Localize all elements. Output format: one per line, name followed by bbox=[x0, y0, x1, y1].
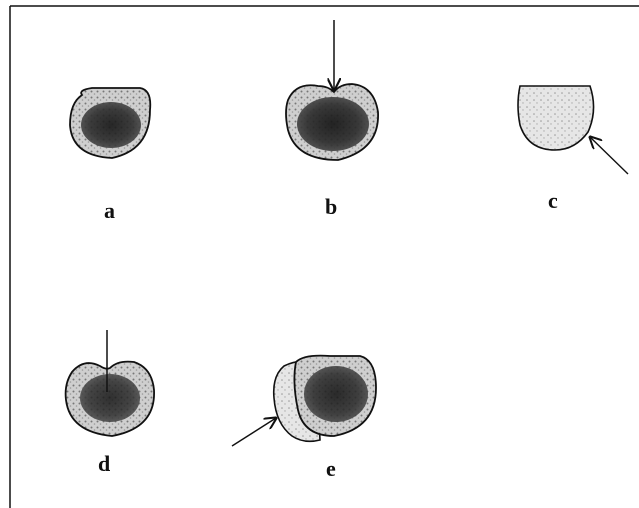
specimen-b bbox=[285, 83, 379, 161]
label-c: c bbox=[548, 188, 558, 213]
label-e: e bbox=[326, 456, 336, 481]
specimen-d bbox=[64, 360, 155, 437]
specimen-e bbox=[272, 354, 377, 443]
label-d: d bbox=[98, 451, 110, 476]
label-a: a bbox=[104, 198, 115, 223]
arrow-c bbox=[590, 137, 629, 175]
arrow-e bbox=[231, 418, 276, 447]
label-b: b bbox=[325, 194, 337, 219]
specimen-a bbox=[69, 87, 152, 159]
specimen-c bbox=[517, 85, 595, 151]
